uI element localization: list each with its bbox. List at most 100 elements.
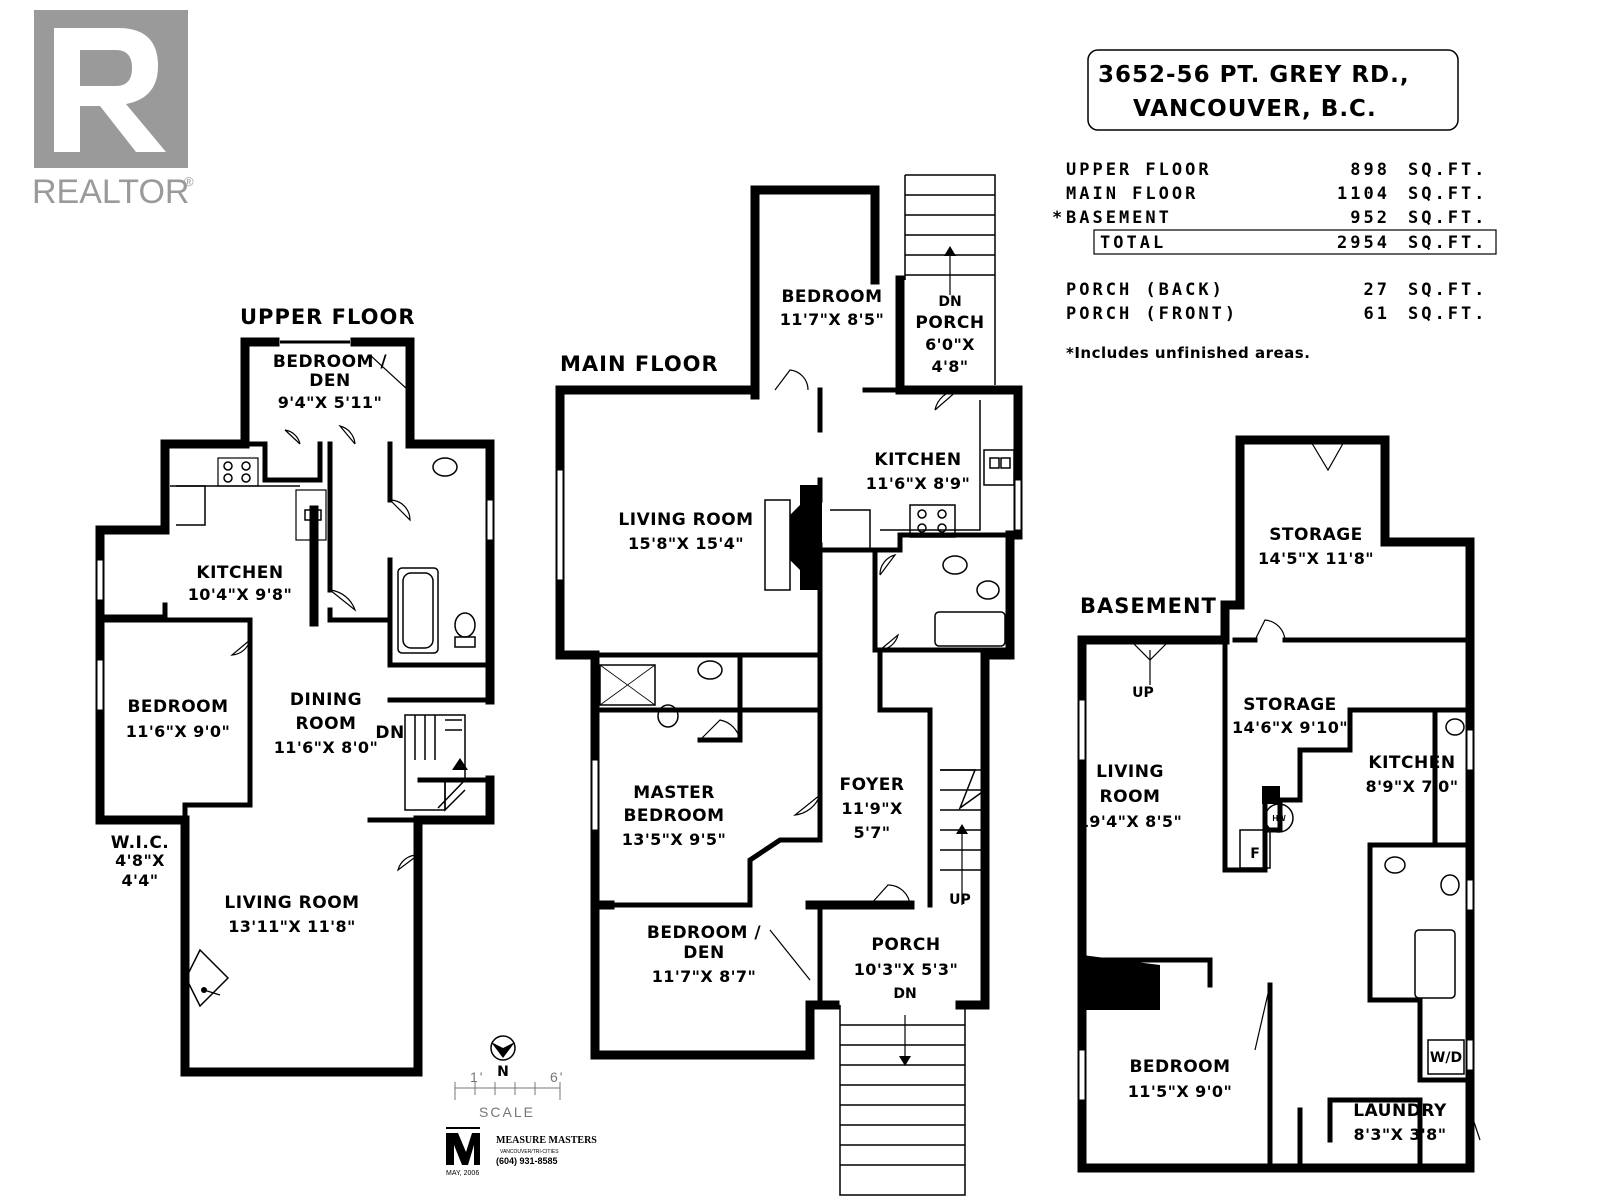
main-up-label: UP bbox=[949, 892, 971, 908]
main-master-label2: BEDROOM bbox=[623, 806, 724, 826]
address-box: 3652-56 PT. GREY RD., VANCOUVER, B.C. bbox=[1087, 49, 1459, 131]
area-unit-upper: SQ.FT. bbox=[1408, 160, 1487, 180]
area-label-total: TOTAL bbox=[1100, 233, 1166, 253]
area-table: UPPER FLOOR 898 SQ.FT. MAIN FLOOR 1104 S… bbox=[1052, 160, 1497, 362]
basement-hw-label: HW bbox=[1272, 814, 1286, 823]
basement-storage2-label: STORAGE bbox=[1243, 695, 1337, 715]
upper-bedroom-den-label: BEDROOM / bbox=[273, 352, 388, 372]
north-arrow-icon bbox=[490, 1035, 516, 1061]
credit-date: MAY, 2006 bbox=[446, 1170, 479, 1177]
registered-mark: ® bbox=[184, 174, 194, 189]
upper-living-size: 13'11"X 11'8" bbox=[228, 917, 356, 936]
main-living-size: 15'8"X 15'4" bbox=[628, 534, 744, 553]
basement-living-label: LIVING bbox=[1096, 762, 1164, 782]
main-bedroom-den-size: 11'7"X 8'7" bbox=[652, 967, 756, 986]
upper-floor-plan: UPPER FLOOR bbox=[95, 305, 495, 1077]
basement-laundry-size: 8'3"X 3'8" bbox=[1354, 1125, 1447, 1144]
realtor-logo-text: REALTOR bbox=[32, 173, 189, 211]
realtor-logo: REALTOR ® bbox=[32, 10, 194, 211]
basement-laundry-label: LAUNDRY bbox=[1353, 1101, 1447, 1121]
main-porch-back-size1: 6'0"X bbox=[925, 335, 975, 354]
basement-living-size: 19'4"X 8'5" bbox=[1078, 812, 1182, 831]
scale-min: 1' bbox=[470, 1069, 484, 1085]
upper-stair-dn: DN bbox=[375, 723, 404, 743]
upper-wic-label: W.I.C. bbox=[111, 833, 170, 853]
basement-living-label2: ROOM bbox=[1100, 787, 1161, 807]
area-value-upper: 898 bbox=[1350, 160, 1390, 180]
area-unit-total: SQ.FT. bbox=[1408, 233, 1487, 253]
main-bedroom-den-label2: DEN bbox=[683, 943, 724, 963]
main-kitchen-label: KITCHEN bbox=[874, 450, 961, 470]
upper-bedroom-den-label2: DEN bbox=[309, 371, 350, 391]
upper-bedroom-den-size: 9'4"X 5'11" bbox=[278, 393, 382, 412]
basement-storage2-size: 14'6"X 9'10" bbox=[1232, 718, 1348, 737]
basement-storage1-size: 14'5"X 11'8" bbox=[1258, 549, 1374, 568]
area-value-basement: 952 bbox=[1350, 208, 1390, 228]
main-kitchen-size: 11'6"X 8'9" bbox=[866, 474, 970, 493]
basement-bedroom-size: 11'5"X 9'0" bbox=[1128, 1082, 1232, 1101]
main-foyer-size2: 5'7" bbox=[853, 823, 890, 842]
scale-label: SCALE bbox=[479, 1104, 535, 1120]
area-label-main: MAIN FLOOR bbox=[1066, 184, 1198, 204]
main-bedroom-label: BEDROOM bbox=[781, 287, 882, 307]
upper-wic-size2: 4'4" bbox=[121, 871, 158, 890]
main-master-size: 13'5"X 9'5" bbox=[622, 830, 726, 849]
upper-dining-size: 11'6"X 8'0" bbox=[274, 738, 378, 757]
area-label-porch-back: PORCH (BACK) bbox=[1066, 280, 1225, 300]
main-foyer-size1: 11'9"X bbox=[841, 799, 903, 818]
main-bedroom-den-label: BEDROOM / bbox=[647, 923, 762, 943]
credit-name: MEASURE MASTERS bbox=[496, 1135, 597, 1146]
measure-masters-logo-icon bbox=[446, 1127, 480, 1165]
area-value-main: 1104 bbox=[1337, 184, 1390, 204]
basement-title: BASEMENT bbox=[1080, 594, 1217, 618]
main-porch-back-label: PORCH bbox=[915, 313, 984, 333]
area-unit-porch-front: SQ.FT. bbox=[1408, 304, 1487, 324]
north-label: N bbox=[497, 1064, 509, 1080]
basement-kitchen-label: KITCHEN bbox=[1368, 753, 1455, 773]
area-unit-porch-back: SQ.FT. bbox=[1408, 280, 1487, 300]
main-bedroom-size: 11'7"X 8'5" bbox=[780, 310, 884, 329]
area-label-basement: BASEMENT bbox=[1066, 208, 1172, 228]
area-value-porch-back: 27 bbox=[1364, 280, 1390, 300]
main-dn-bottom: DN bbox=[893, 986, 916, 1002]
area-note: *Includes unfinished areas. bbox=[1066, 344, 1310, 362]
credit-phone: (604) 931-8585 bbox=[496, 1156, 558, 1166]
main-porch-front-label: PORCH bbox=[871, 935, 940, 955]
scale-max: 6' bbox=[550, 1069, 564, 1085]
area-unit-main: SQ.FT. bbox=[1408, 184, 1487, 204]
upper-living-label: LIVING ROOM bbox=[224, 893, 359, 913]
upper-floor-title: UPPER FLOOR bbox=[240, 305, 416, 329]
upper-dining-label: DINING bbox=[290, 690, 362, 710]
basement-wd-label: W/D bbox=[1430, 1050, 1462, 1066]
address-line1: 3652-56 PT. GREY RD., bbox=[1098, 62, 1410, 88]
area-value-total: 2954 bbox=[1337, 233, 1390, 253]
main-dn-top: DN bbox=[938, 294, 961, 310]
basement-storage1-label: STORAGE bbox=[1269, 525, 1363, 545]
main-floor-title: MAIN FLOOR bbox=[560, 352, 719, 376]
main-porch-front-size: 10'3"X 5'3" bbox=[854, 960, 958, 979]
upper-kitchen-label: KITCHEN bbox=[196, 563, 283, 583]
basement-bedroom-label: BEDROOM bbox=[1129, 1057, 1230, 1077]
basement-kitchen-size: 8'9"X 7'0" bbox=[1366, 777, 1459, 796]
credit-area: VANCOUVER/TRI-CITIES bbox=[500, 1149, 559, 1155]
upper-wic-size1: 4'8"X bbox=[115, 851, 165, 870]
scale-legend: N 1' 6' SCALE bbox=[454, 1035, 564, 1120]
area-label-porch-front: PORCH (FRONT) bbox=[1066, 304, 1238, 324]
main-living-label: LIVING ROOM bbox=[618, 510, 753, 530]
main-porch-back-size2: 4'8" bbox=[931, 357, 968, 376]
upper-bedroom-size: 11'6"X 9'0" bbox=[126, 722, 230, 741]
fireplace-icon bbox=[185, 948, 230, 1008]
area-marker-basement: * bbox=[1052, 208, 1065, 228]
area-value-porch-front: 61 bbox=[1364, 304, 1390, 324]
basement-f-label: F bbox=[1250, 846, 1260, 862]
basement-plan: BASEMENT HW F W/D S bbox=[1077, 435, 1481, 1173]
upper-bedroom-label: BEDROOM bbox=[127, 697, 228, 717]
area-label-upper: UPPER FLOOR bbox=[1066, 160, 1212, 180]
main-master-label: MASTER bbox=[633, 783, 715, 803]
basement-up-label: UP bbox=[1132, 685, 1154, 701]
upper-dining-label2: ROOM bbox=[296, 714, 357, 734]
main-foyer-label: FOYER bbox=[840, 775, 905, 795]
main-floor-plan: MAIN FLOOR bbox=[555, 174, 1023, 1196]
measure-masters-credit: MEASURE MASTERS VANCOUVER/TRI-CITIES (60… bbox=[446, 1127, 597, 1177]
